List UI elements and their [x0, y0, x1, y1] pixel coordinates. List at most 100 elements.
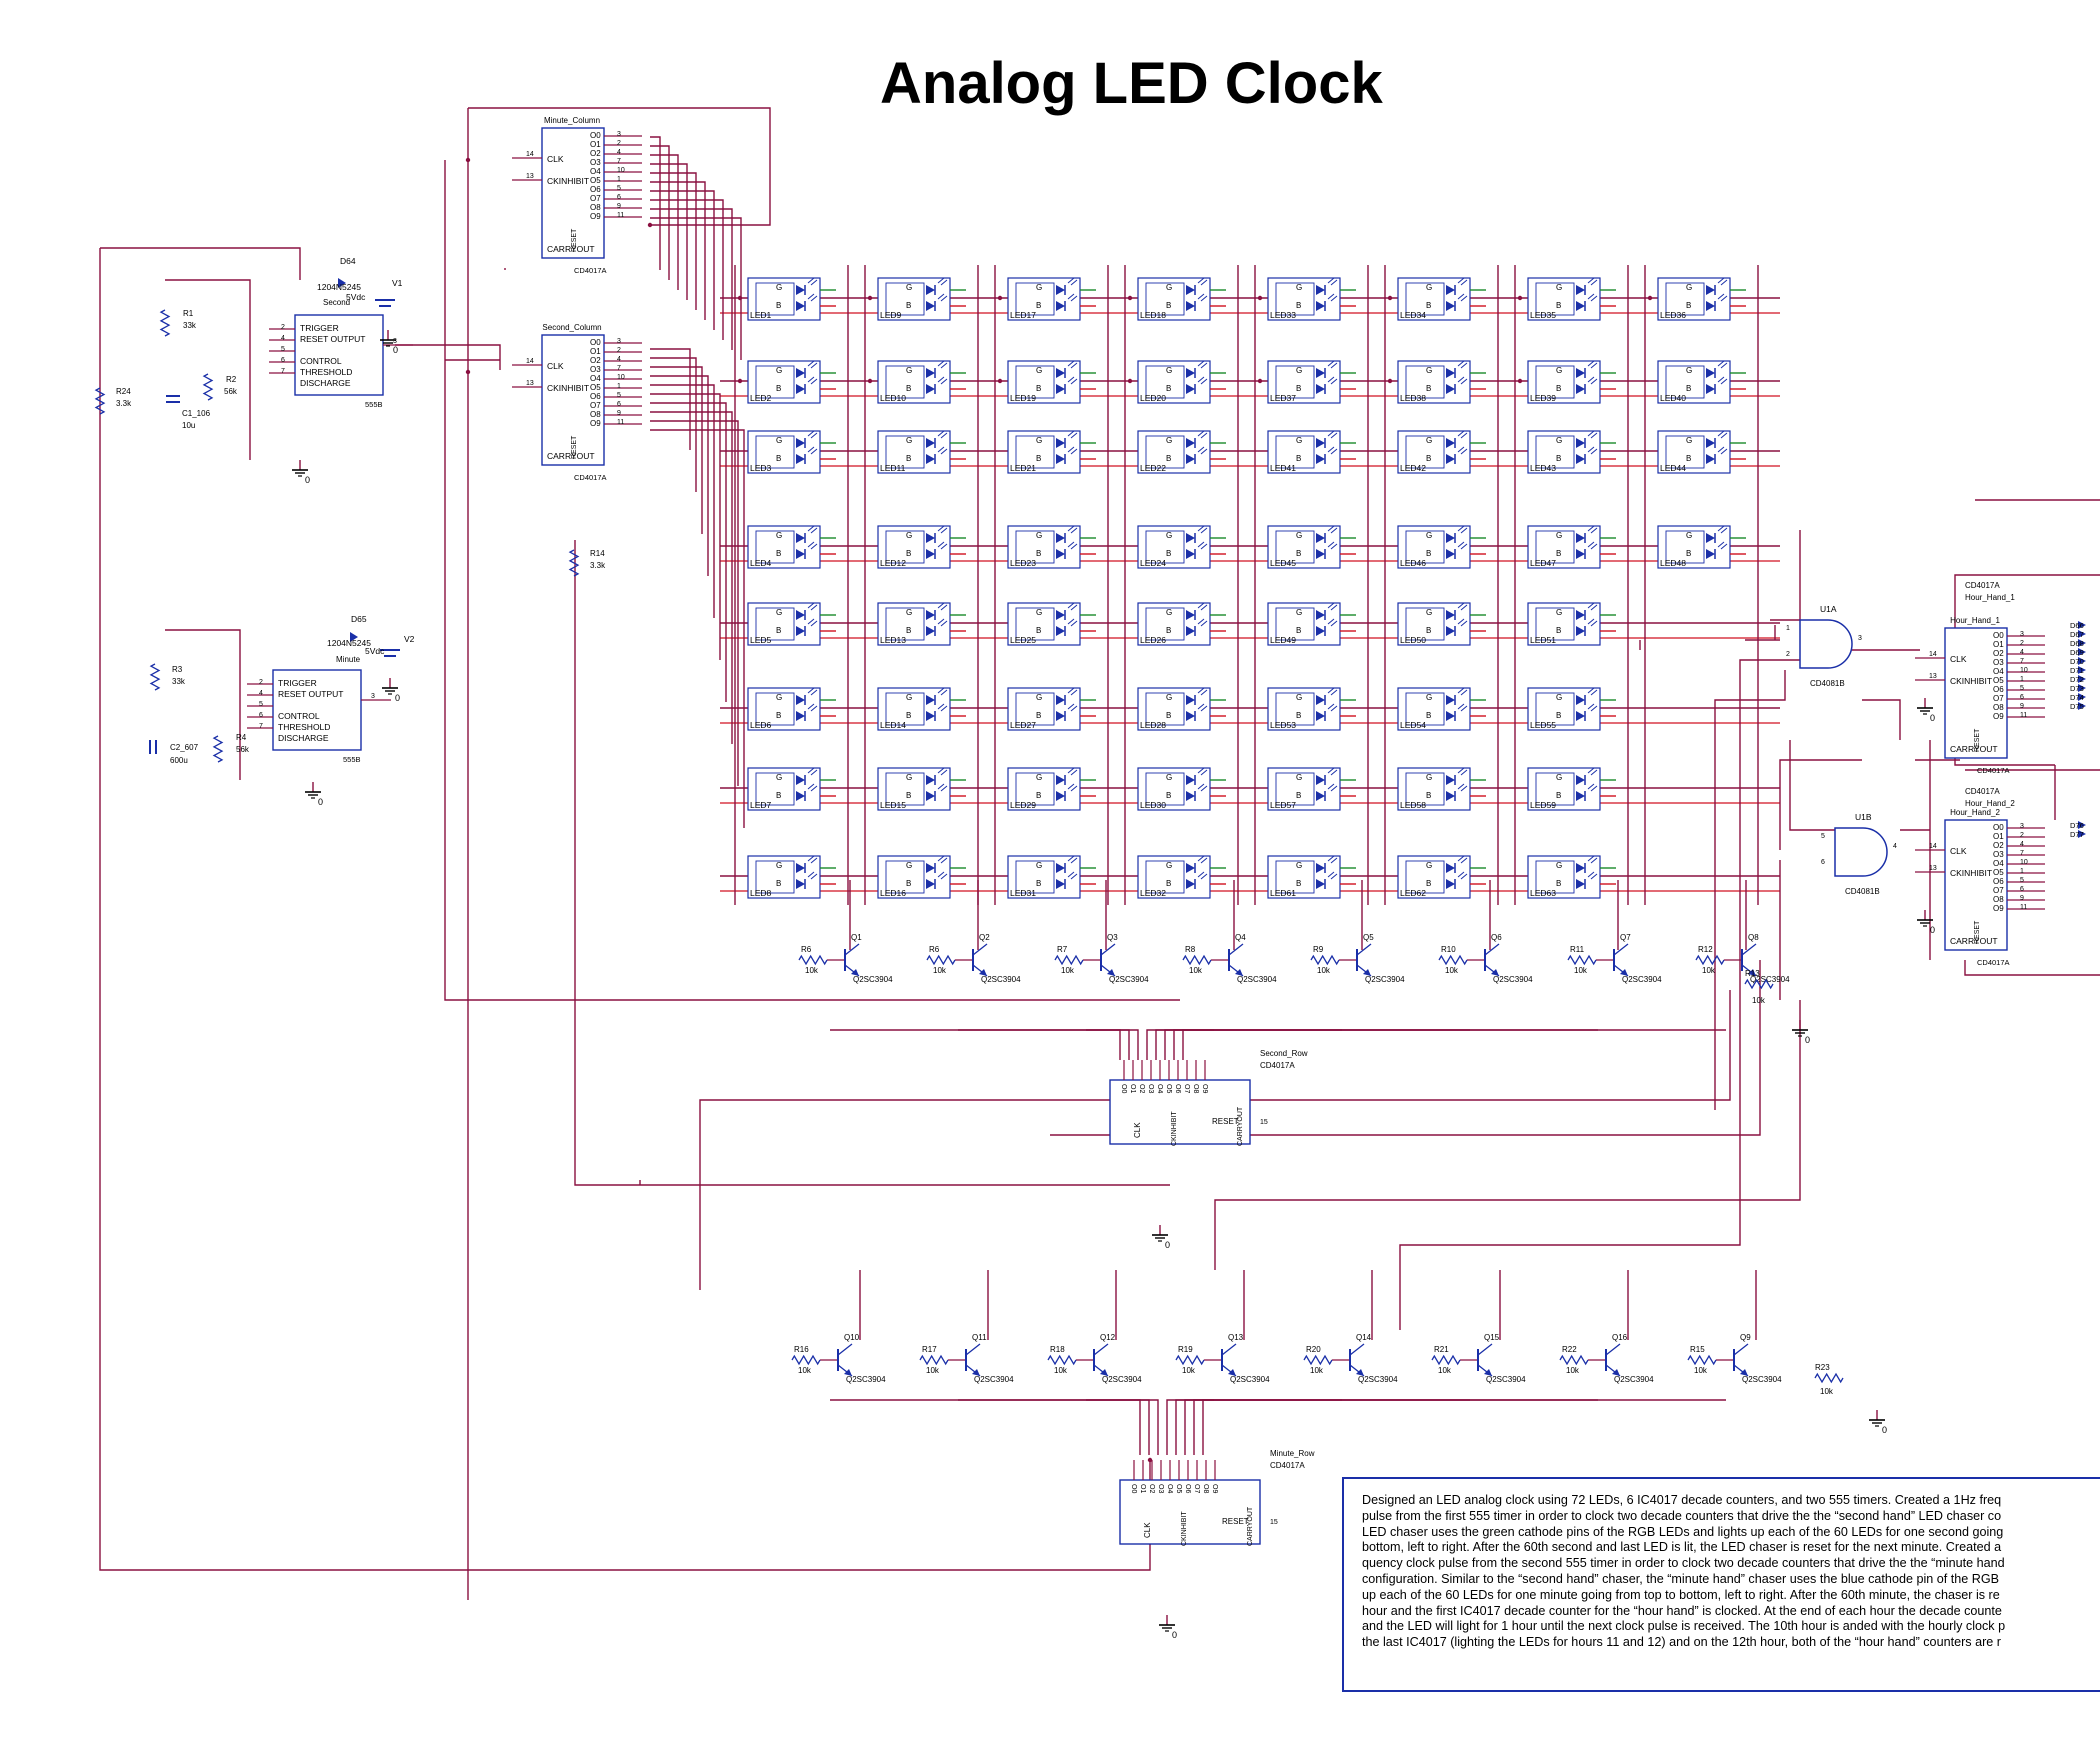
pin-number: 1	[617, 383, 621, 390]
led-emission	[807, 783, 815, 790]
led-emission	[1070, 604, 1078, 611]
transistor-name: Q5	[1363, 933, 1374, 942]
led-inner	[1015, 607, 1055, 641]
counter-hour-hand-1	[1915, 627, 2045, 759]
led-green-pin: G	[1166, 773, 1172, 782]
led-green-pin: G	[1166, 366, 1172, 375]
wire	[650, 208, 733, 350]
led-diode	[1056, 301, 1065, 311]
led-label: LED44	[1660, 463, 1686, 473]
led-green-pin: G	[1426, 283, 1432, 292]
led-diode	[1576, 368, 1585, 378]
led-diode	[796, 549, 805, 559]
junction-dot	[997, 295, 1003, 301]
led-emission	[1457, 618, 1465, 625]
led-emission	[1330, 785, 1338, 792]
wire	[830, 1399, 1141, 1455]
led-diode	[1446, 454, 1455, 464]
led-emission	[1590, 857, 1598, 864]
rgb-led	[1137, 767, 1226, 811]
led-diode	[926, 775, 935, 785]
resistor-value: 10k	[1702, 966, 1716, 975]
resistor-value: 10k	[1694, 1366, 1708, 1375]
led-diode	[1446, 438, 1455, 448]
led-emission	[1587, 871, 1595, 878]
transistor-arrow	[1620, 969, 1628, 976]
counter-second-row	[1109, 1060, 1251, 1145]
led-label: LED1	[750, 310, 772, 320]
rgb-led	[1267, 430, 1356, 474]
rgb-led	[1397, 602, 1486, 646]
pin-ckinhibit: CKINHIBIT	[547, 383, 589, 393]
resistor-symbol	[568, 549, 580, 577]
led-green-pin: G	[1166, 861, 1172, 870]
led-emission	[1327, 855, 1335, 862]
transistor-arrow	[851, 969, 859, 976]
resistor-name: R7	[1057, 945, 1068, 954]
pin-number: 6	[2020, 694, 2024, 701]
junction-dot	[867, 295, 873, 301]
led-blue-pin: B	[906, 879, 911, 888]
pin-number: 11	[617, 419, 624, 426]
led-emission	[810, 448, 818, 455]
diode-part: 1204N5245	[327, 638, 371, 648]
rgb-led	[1527, 767, 1616, 811]
pin-ckinhibit: CKINHIBIT	[1181, 1511, 1188, 1546]
led-emission	[1327, 446, 1335, 453]
wire	[1954, 574, 2100, 630]
pin-carryout: CARRYOUT	[547, 451, 595, 461]
led-emission	[810, 543, 818, 550]
timer-part: 555B	[343, 755, 361, 764]
junction-dot	[1127, 378, 1133, 384]
led-emission	[1200, 620, 1208, 627]
led-diode	[1056, 533, 1065, 543]
led-inner	[1405, 692, 1445, 726]
led-blue-pin: B	[776, 711, 781, 720]
led-emission	[1200, 527, 1208, 534]
pin-reset: RESET	[571, 435, 578, 459]
led-diode	[1706, 533, 1715, 543]
rgb-led	[747, 525, 836, 569]
led-blue-pin: B	[1036, 549, 1041, 558]
led-emission	[1587, 767, 1595, 774]
transistor-collector	[1356, 943, 1372, 956]
hour-led-label: D70	[2070, 657, 2084, 666]
wire	[1050, 960, 1761, 1136]
description-line: up each of the 60 LEDs for one minute go…	[1362, 1587, 2000, 1602]
pin-number: 6	[617, 194, 621, 201]
pin-output: O8	[1993, 703, 2004, 712]
resistor-symbol	[1054, 954, 1084, 966]
pin-number: 5	[617, 185, 621, 192]
led-diode	[1316, 879, 1325, 889]
pin-number: 5	[2020, 685, 2024, 692]
led-emission	[937, 871, 945, 878]
led-diode	[1316, 610, 1325, 620]
led-label: LED47	[1530, 558, 1556, 568]
led-label: LED30	[1140, 800, 1166, 810]
pin-output: O0	[1130, 1484, 1137, 1493]
led-diode	[1056, 775, 1065, 785]
pin-carryout: CARRYOUT	[1950, 744, 1998, 754]
rgb-led	[1267, 602, 1356, 646]
hour-led-icon	[2078, 639, 2086, 647]
transistor-part: Q2SC3904	[1102, 1375, 1142, 1384]
pin-number: 6	[617, 401, 621, 408]
transistor-part: Q2SC3904	[981, 975, 1021, 984]
rgb-led	[1007, 602, 1096, 646]
transistor-collector	[1605, 1343, 1621, 1356]
led-emission	[1720, 543, 1728, 550]
rgb-led	[1267, 687, 1356, 731]
led-green-pin: G	[1426, 861, 1432, 870]
led-green-pin: G	[906, 283, 912, 292]
schematic-title: Analog LED Clock	[880, 51, 1383, 116]
hour-led-label: D75	[2070, 702, 2084, 711]
gate-name: U1B	[1855, 812, 1872, 822]
timer-pin-label: DISCHARGE	[278, 733, 329, 743]
led-green-pin: G	[776, 693, 782, 702]
led-blue-pin: B	[1556, 454, 1561, 463]
led-emission	[1327, 277, 1335, 284]
hour-led-label: D77	[2070, 830, 2084, 839]
rgb-led	[1397, 277, 1486, 321]
led-diode	[1706, 368, 1715, 378]
led-diode	[1056, 438, 1065, 448]
